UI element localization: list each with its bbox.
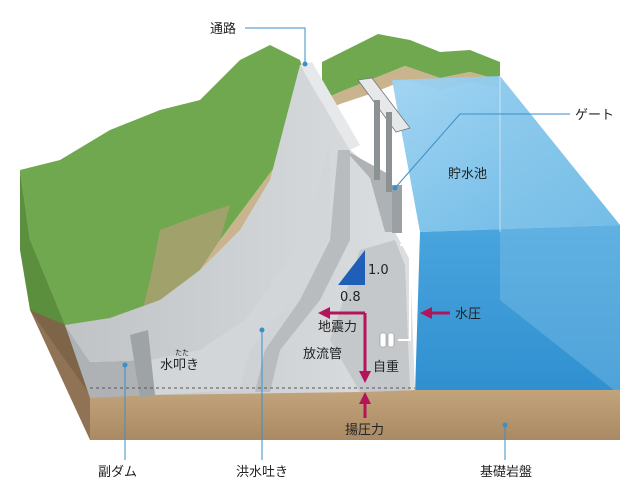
slope-triangle-icon <box>338 250 365 285</box>
spillway-label: 洪水吐き <box>236 465 288 480</box>
gate-structure <box>357 77 411 233</box>
self-weight-arrow-icon <box>359 313 371 383</box>
reservoir-water <box>392 76 620 395</box>
apron-ruby-label: たた <box>175 349 189 357</box>
leader-lines <box>124 27 570 460</box>
uplift-arrow-icon <box>359 392 371 418</box>
gate-label: ゲート <box>575 108 614 123</box>
uplift-label: 揚圧力 <box>345 422 384 438</box>
walkway-label: 通路 <box>210 21 236 37</box>
reservoir-label: 貯水池 <box>448 167 487 182</box>
outlet-pipe-label: 放流管 <box>303 347 342 362</box>
back-mountain <box>322 34 500 112</box>
water-pressure-arrow-icon <box>420 307 450 319</box>
bedrock-label: 基礎岩盤 <box>480 465 532 480</box>
self-weight-label: 自重 <box>373 359 399 375</box>
pipe-valves <box>379 332 395 348</box>
sub-dam-label: 副ダム <box>98 465 137 480</box>
dam-body <box>65 62 415 398</box>
slope-horizontal-label: 0.8 <box>340 290 361 305</box>
slope-vertical-label: 1.0 <box>368 263 389 278</box>
force-arrows <box>318 307 450 418</box>
seismic-force-arrow-icon <box>318 307 365 319</box>
seismic-force-label: 地震力 <box>318 320 357 335</box>
outlet-pipe <box>398 244 411 341</box>
apron-label: 水叩き <box>160 358 199 373</box>
leader-dots <box>122 61 508 428</box>
water-pressure-label: 水圧 <box>455 307 481 322</box>
